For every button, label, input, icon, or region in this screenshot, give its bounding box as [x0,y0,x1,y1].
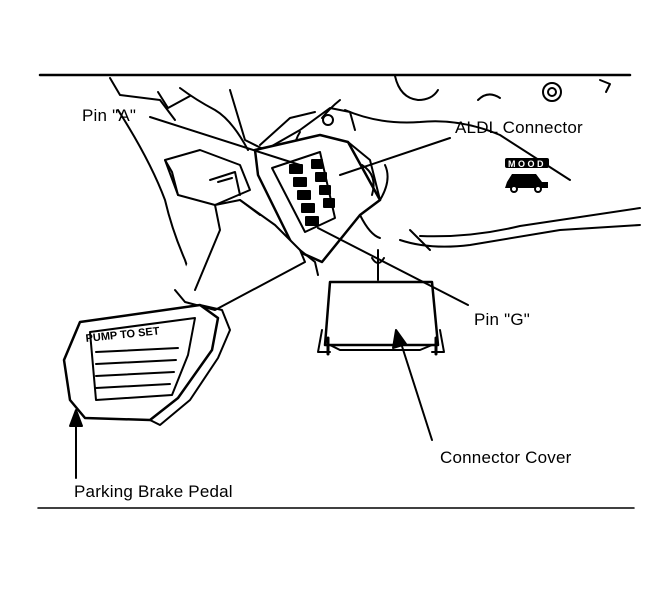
svg-text:M O O D: M O O D [508,159,544,169]
dashboard-details [344,75,641,251]
parking-brake-pedal-pad [62,303,231,426]
under-dash-left [109,77,249,291]
arrow-connector-cover [392,329,433,441]
leader-pin-a [149,116,301,166]
arrow-parking-brake-pedal [69,409,83,479]
connector-cover [317,249,445,356]
aldl-connector-housing [253,133,389,264]
label-pin-a: Pin "A" [82,106,137,125]
label-parking-brake-pedal: Parking Brake Pedal [74,482,233,501]
label-aldl-connector: ALDL Connector [455,118,583,137]
leader-pin-g [317,227,469,306]
pedal-hinge-block [164,149,251,206]
pedal-arm [174,199,319,311]
label-pin-g: Pin "G" [474,310,530,329]
leader-aldl-connector [339,137,451,176]
label-connector-cover: Connector Cover [440,448,572,467]
mood-car-icon: M O O D [505,158,549,193]
